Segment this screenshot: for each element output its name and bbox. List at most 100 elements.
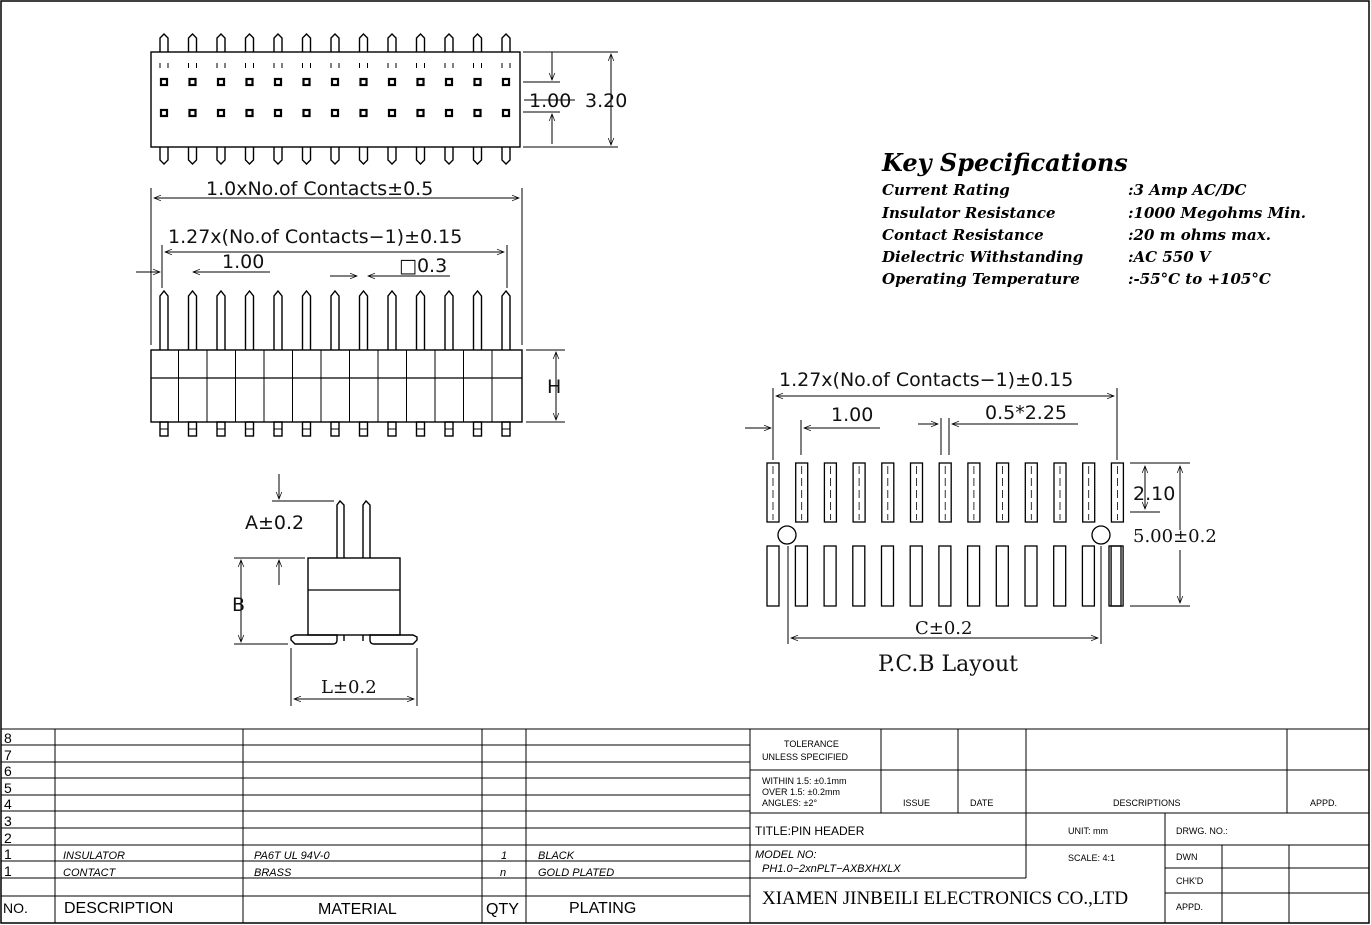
pcb-pad-bottom xyxy=(880,545,895,607)
top-pin-lead xyxy=(330,147,340,165)
top-pin-lead xyxy=(415,33,426,52)
drawing-title: TITLE:PIN HEADER xyxy=(755,824,865,838)
date-header: DATE xyxy=(970,798,993,808)
top-pin-lead xyxy=(216,147,226,165)
bom-row-number: 1 xyxy=(4,863,12,879)
bom-material: BRASS xyxy=(254,867,292,879)
spec-label: Contact Resistance xyxy=(882,226,1044,244)
top-pin-lead xyxy=(159,147,169,165)
pcb-pad-dim: 0.5*2.25 xyxy=(985,402,1067,424)
front-pin xyxy=(159,289,169,350)
spec-label: Dielectric Withstanding xyxy=(881,248,1083,266)
pcb-pad-bottom xyxy=(966,545,981,607)
top-pin-square xyxy=(188,77,197,87)
approved-label: APPD. xyxy=(1176,902,1203,912)
header-material: MATERIAL xyxy=(318,901,397,918)
title-block xyxy=(1,728,1369,923)
front-pin xyxy=(358,289,369,350)
top-pitch-dim: 1.00 xyxy=(529,90,571,112)
top-pin-lead xyxy=(387,33,397,52)
front-pin xyxy=(330,289,340,350)
spec-value: :AC 550 V xyxy=(1128,248,1212,266)
top-pin-lead xyxy=(501,147,511,165)
pcb-caption: P.C.B Layout xyxy=(878,652,1018,677)
tolerance-title: TOLERANCE xyxy=(784,739,839,749)
bom-qty: 1 xyxy=(501,850,507,862)
top-pin-lead xyxy=(472,147,483,165)
top-pin-square xyxy=(473,108,482,118)
tolerance-over: OVER 1.5: ±0.2mm xyxy=(762,787,840,797)
pcb-pad-top xyxy=(766,462,780,523)
spec-value: :-55°C to +105°C xyxy=(1128,270,1271,288)
spec-value: :3 Amp AC/DC xyxy=(1128,181,1246,199)
front-pin xyxy=(415,289,426,350)
top-pin-lead xyxy=(159,33,169,52)
pcb-layout xyxy=(745,388,1190,644)
top-pin-square xyxy=(273,108,283,118)
row-number: 8 xyxy=(4,730,12,746)
top-pin-lead xyxy=(330,33,340,52)
pcb-pitch-dim: 1.00 xyxy=(831,404,873,426)
checked-label: CHK'D xyxy=(1176,876,1204,886)
top-width-dim: 3.20 xyxy=(585,90,627,112)
bom-material: PA6T UL 94V-0 xyxy=(254,850,330,862)
top-pin-square xyxy=(387,77,397,87)
front-pitch-dim: 1.00 xyxy=(222,251,264,273)
pcb-pad-bottom xyxy=(1024,545,1038,607)
pcb-pad-top xyxy=(1110,462,1125,523)
row-number: 1 xyxy=(4,846,12,862)
row-number: 3 xyxy=(4,813,12,829)
front-pin xyxy=(216,289,226,350)
company-name: XIAMEN JINBEILI ELECTRONICS CO.,LTD xyxy=(762,888,1128,909)
pcb-pad-top xyxy=(795,462,809,523)
bom-description: INSULATOR xyxy=(63,850,125,862)
top-pin-square xyxy=(188,108,197,118)
pcb-pad-top xyxy=(967,462,981,523)
top-pin-square xyxy=(245,77,254,87)
top-pin-square xyxy=(359,77,368,87)
pcb-pad-top xyxy=(881,462,895,523)
spec-value: :20 m ohms max. xyxy=(1128,226,1271,244)
side-l-dim: L±0.2 xyxy=(321,677,377,698)
header-description: DESCRIPTION xyxy=(64,900,173,917)
front-overall-dim: 1.0xNo.of Contacts±0.5 xyxy=(206,178,433,200)
pcb-span-dim: 1.27x(No.of Contacts−1)±0.15 xyxy=(779,369,1073,391)
row-number: 5 xyxy=(4,780,12,796)
top-pin-lead xyxy=(273,33,283,52)
tolerance-subtitle: UNLESS SPECIFIED xyxy=(762,752,849,762)
header-plating: PLATING xyxy=(569,900,636,917)
issue-header: ISSUE xyxy=(903,798,930,808)
pcb-pad-top xyxy=(1082,462,1096,523)
top-pin-lead xyxy=(387,147,397,165)
front-view xyxy=(136,188,565,437)
drawing-number-label: DRWG. NO.: xyxy=(1176,826,1228,836)
front-height-dim: H xyxy=(547,376,561,398)
top-pin-lead xyxy=(244,147,255,165)
top-pin-square xyxy=(302,77,311,87)
pcb-pad-top xyxy=(823,462,838,523)
alignment-hole-left xyxy=(777,525,797,545)
model-label: MODEL NO: xyxy=(755,849,817,861)
front-pin xyxy=(244,289,255,350)
top-pin-lead xyxy=(187,33,198,52)
pcb-pad-top xyxy=(909,462,924,523)
top-pin-lead xyxy=(472,33,483,52)
top-pin-square xyxy=(216,108,226,118)
drawn-label: DWN xyxy=(1176,852,1198,862)
top-pin-square xyxy=(216,77,226,87)
top-pin-lead xyxy=(444,33,454,52)
top-pin-square xyxy=(159,108,169,118)
top-pin-lead xyxy=(301,33,312,52)
spec-label: Current Rating xyxy=(882,181,1010,199)
pcb-pad-bottom xyxy=(1053,545,1067,607)
spec-label: Insulator Resistance xyxy=(881,204,1056,222)
top-pin-lead xyxy=(501,33,511,52)
row-number: 6 xyxy=(4,763,12,779)
header-qty: QTY xyxy=(486,901,519,918)
top-pin-lead xyxy=(415,147,426,165)
key-specifications: Key Specifications Current Rating :3 Amp… xyxy=(881,148,1306,288)
bom-qty: n xyxy=(500,867,506,879)
top-pin-square xyxy=(159,77,169,87)
